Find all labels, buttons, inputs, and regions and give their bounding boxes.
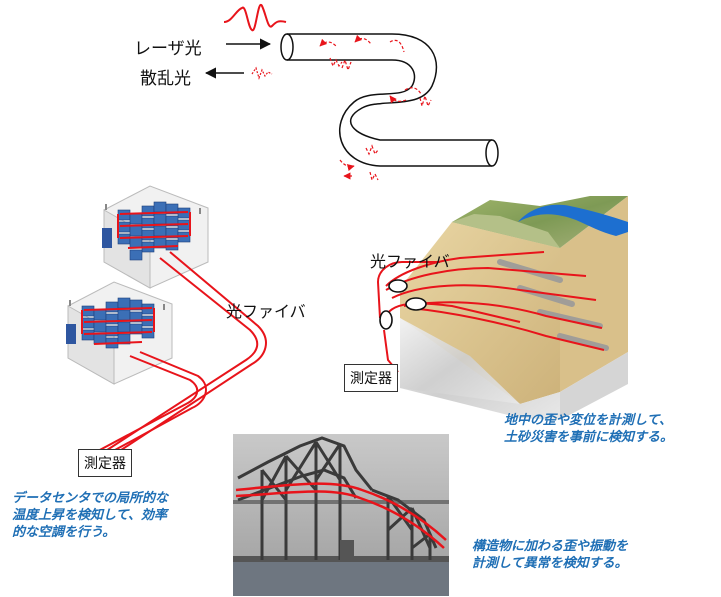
landslide-caption-line: 地中の歪や変位を計測して、	[504, 413, 672, 428]
datacenter-rack-room-1	[102, 185, 209, 289]
landslide-caption: 地中の歪や変位を計測して、 土砂災害を事前に検知する。	[504, 412, 673, 446]
landslide-caption-line: 土砂災害を事前に検知する。	[504, 430, 674, 445]
laser-light-label: レーザ光	[134, 39, 202, 59]
scatter-wave	[251, 66, 273, 80]
landslide-meter-box: 測定器	[344, 364, 398, 392]
datacenter-fiber-label: 光ファイバ	[226, 302, 306, 321]
bridge-caption: 構造物に加わる歪や振動を 計測して異常を検知する。	[472, 538, 628, 572]
bridge-photo	[233, 434, 449, 596]
datacenter-caption-line: 温度上昇を検知して、効率	[12, 508, 167, 523]
datacenter-fibers	[95, 251, 267, 457]
bridge-caption-line: 構造物に加わる歪や振動を	[472, 539, 629, 554]
scattered-light-label: 散乱光	[140, 69, 191, 89]
landslide-terrain	[376, 196, 628, 420]
datacenter-caption-line: 的な空調を行う。	[12, 525, 116, 540]
landslide-fiber-label: 光ファイバ	[370, 252, 450, 271]
laser-pulse-wave	[223, 3, 287, 32]
datacenter-rack-room-2	[66, 281, 173, 385]
datacenter-caption: データセンタでの局所的な 温度上昇を検知して、効率 的な空調を行う。	[12, 490, 168, 541]
bridge-caption-line: 計測して異常を検知する。	[472, 556, 628, 571]
datacenter-caption-line: データセンタでの局所的な	[12, 491, 169, 506]
fiber-tube-illustration	[204, 3, 499, 182]
datacenter-meter-box: 測定器	[78, 449, 132, 477]
